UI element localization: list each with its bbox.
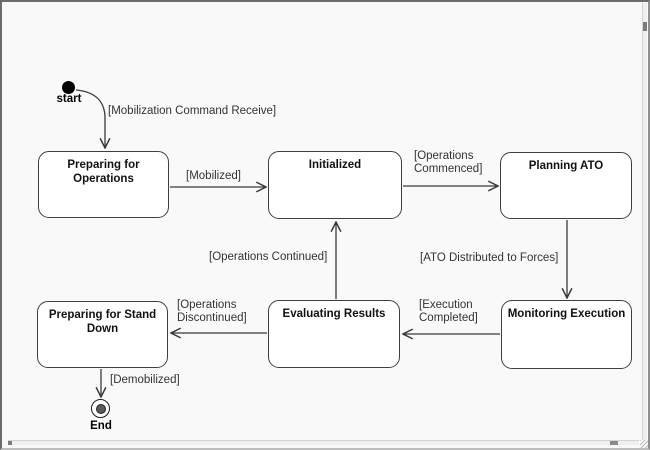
resize-grip-icon[interactable] — [640, 440, 649, 449]
initial-state-label: start — [56, 93, 82, 105]
vertical-scrollbar-thumb[interactable] — [643, 22, 647, 31]
state-label: Planning ATO — [528, 160, 604, 172]
horizontal-scrollbar-thumb[interactable] — [610, 441, 618, 445]
initial-state-icon[interactable] — [62, 81, 75, 94]
horizontal-scrollbar-track[interactable] — [8, 440, 639, 445]
final-state-icon[interactable] — [91, 399, 110, 418]
horizontal-scrollbar-left-cap — [8, 441, 12, 445]
state-label: Monitoring Execution — [507, 308, 626, 320]
state-label: Evaluating Results — [282, 308, 386, 320]
transition-label-demobilized: [Demobilized] — [110, 374, 180, 386]
transition-label-mobilized: [Mobilized] — [186, 170, 241, 182]
state-label: Initialized — [308, 159, 362, 171]
transition-label-operations-continued: [Operations Continued] — [209, 251, 328, 263]
transition-label-execution-completed: [Execution Completed] — [419, 299, 478, 324]
final-state-inner-dot — [95, 403, 106, 414]
final-state-label: End — [90, 420, 112, 432]
transition-label-ato-distributed: [ATO Distributed to Forces] — [420, 252, 559, 264]
state-label: Preparing for Operations — [67, 159, 140, 185]
vertical-scrollbar-track[interactable] — [642, 3, 647, 440]
state-node-preparing-for-operations[interactable]: Preparing for Operations — [38, 151, 169, 218]
state-node-preparing-for-stand-down[interactable]: Preparing for Stand Down — [37, 301, 168, 368]
transition-label-operations-commenced: [Operations Commenced] — [414, 150, 483, 175]
state-node-initialized[interactable]: Initialized — [268, 151, 402, 219]
transition-label-operations-discontinued: [Operations Discontinued] — [177, 299, 247, 324]
state-node-monitoring-execution[interactable]: Monitoring Execution — [501, 300, 632, 369]
state-node-planning-ato[interactable]: Planning ATO — [500, 152, 632, 219]
transition-mobilization-command-arrow — [75, 89, 105, 148]
transition-label-mobilization-command: [Mobilization Command Receive] — [108, 105, 277, 117]
state-node-evaluating-results[interactable]: Evaluating Results — [268, 300, 400, 368]
state-label: Preparing for Stand Down — [48, 309, 157, 335]
